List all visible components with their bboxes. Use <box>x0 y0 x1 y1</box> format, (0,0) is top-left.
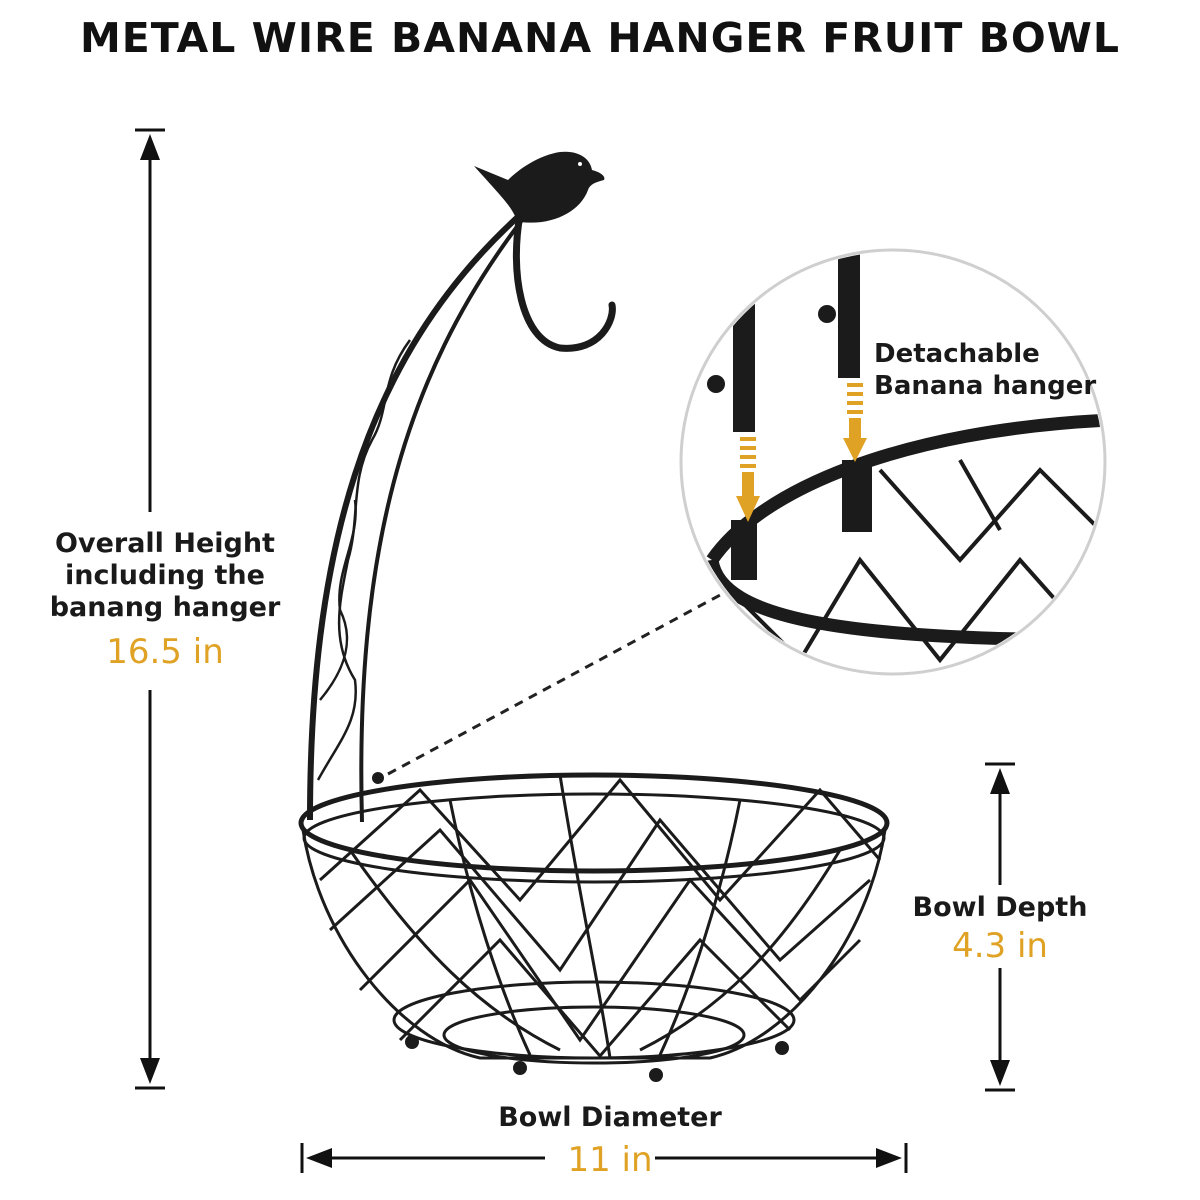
detail-pointer-line <box>387 592 723 776</box>
overall-height-label: Overall Height including the banang hang… <box>40 528 290 624</box>
detachable-label-line-1: Detachable <box>874 339 1040 369</box>
detail-callout-circle <box>679 248 1107 676</box>
hook-icon <box>512 211 616 352</box>
connector-pin <box>372 772 384 784</box>
bowl-feet <box>405 1035 789 1082</box>
page-title: METAL WIRE BANANA HANGER FRUIT BOWL <box>79 14 1121 62</box>
height-label-line-1: Overall Height <box>55 528 275 559</box>
overall-height-value: 16.5 in <box>106 632 224 672</box>
bowl-depth-label: Bowl Depth <box>912 892 1088 923</box>
insert-arrow-icon <box>736 383 867 522</box>
bowl-diameter-value: 11 in <box>567 1140 653 1180</box>
detachable-hanger-label: Detachable Banana hanger <box>874 338 1104 402</box>
detachable-label-line-2: Banana hanger <box>874 371 1097 401</box>
height-dimension-arrow-icon <box>135 128 165 1090</box>
height-label-line-2: including the <box>65 560 265 591</box>
banana-hanger-stand <box>307 212 524 823</box>
depth-dimension-arrow-icon <box>985 762 1015 1092</box>
diameter-dimension-arrow-icon <box>300 1143 908 1173</box>
bowl-depth-value: 4.3 in <box>952 926 1048 966</box>
bowl-diameter-label: Bowl Diameter <box>498 1102 722 1133</box>
height-label-line-3: banang hanger <box>49 592 281 623</box>
wire-bowl <box>298 772 890 1065</box>
bird-ornament-icon <box>474 151 605 223</box>
